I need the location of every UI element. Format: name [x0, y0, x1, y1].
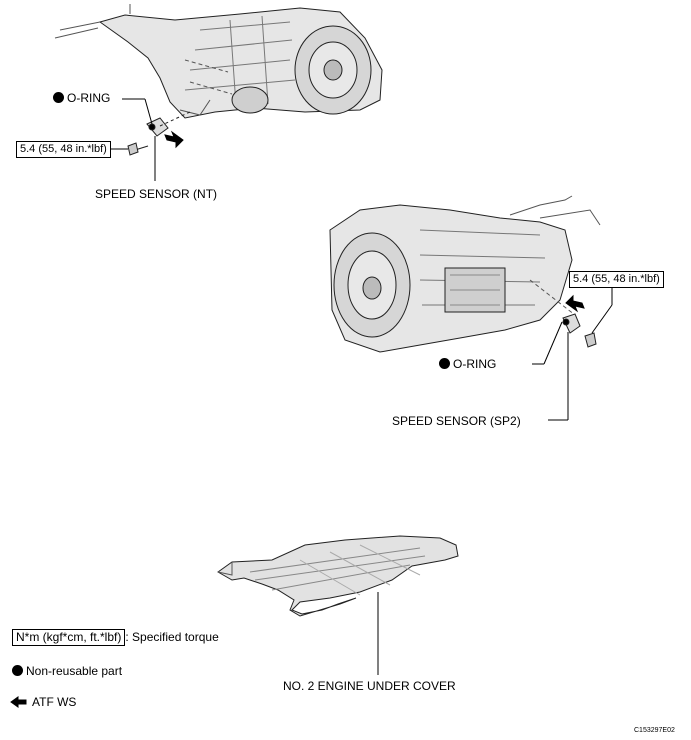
atf-arrow-legend-icon: [10, 696, 27, 708]
legend-atf: ATF WS: [32, 694, 76, 710]
legend-nonreusable-text: Non-reusable part: [26, 664, 123, 678]
nonreusable-dot-icon: [439, 358, 450, 369]
under-cover-illustration: [217, 535, 459, 617]
atf-arrow-top: [164, 130, 184, 149]
speed-sensor-sp2-label: SPEED SENSOR (SP2): [392, 414, 521, 428]
atf-arrow-right: [565, 294, 585, 313]
torque-box-top: 5.4 (55, 48 in.*lbf): [16, 141, 111, 158]
nonreusable-dot-icon: [12, 665, 23, 676]
speed-sensor-sp2-part: [562, 313, 597, 348]
transmission-right-illustration: [329, 195, 601, 353]
legend-atf-text: ATF WS: [32, 695, 77, 709]
oring-label-right-text: O-RING: [453, 357, 497, 371]
legend-torque-box: N*m (kgf*cm, ft.*lbf): [12, 629, 126, 646]
nonreusable-dot-icon: [53, 92, 64, 103]
speed-sensor-nt-part: [127, 111, 191, 156]
legend-torque: N*m (kgf*cm, ft.*lbf): Specified torque: [12, 629, 219, 646]
oring-label-top: O-RING: [53, 91, 110, 105]
figure-code: C153297E02: [634, 727, 675, 734]
transmission-top-illustration: [54, 4, 383, 119]
speed-sensor-nt-label: SPEED SENSOR (NT): [95, 187, 218, 201]
oring-label-top-text: O-RING: [67, 91, 111, 105]
legend-torque-text: : Specified torque: [125, 630, 219, 644]
torque-box-right: 5.4 (55, 48 in.*lbf): [569, 271, 664, 288]
under-cover-label: NO. 2 ENGINE UNDER COVER: [283, 679, 456, 693]
legend-nonreusable: Non-reusable part: [12, 663, 122, 679]
oring-label-right: O-RING: [439, 357, 496, 371]
